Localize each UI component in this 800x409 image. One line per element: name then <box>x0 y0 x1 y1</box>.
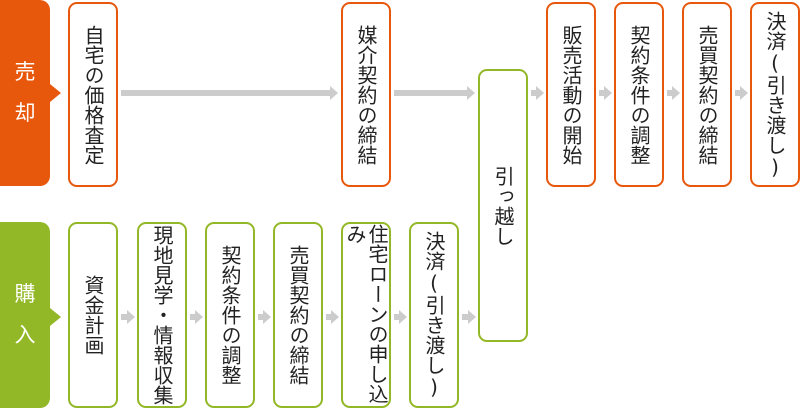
arrow-right-icon <box>121 310 135 324</box>
sell-label-pointer <box>50 84 61 102</box>
sell-step-settlement: 決済(引き渡し) <box>750 2 800 187</box>
arrow-right-icon <box>258 310 271 324</box>
buy-step-settlement: 決済(引き渡し) <box>409 222 459 408</box>
step-text: 売買契約の締結 <box>695 24 719 165</box>
arrow-right-icon <box>394 310 407 324</box>
arrow-right-icon <box>599 86 612 100</box>
sell-step-brokerage-contract: 媒介契約の締結 <box>341 2 391 187</box>
sell-step-sales-contract: 売買契約の締結 <box>682 2 732 187</box>
step-text: 自宅の価格査定 <box>81 24 105 165</box>
step-text: 引っ越し <box>491 165 515 246</box>
buy-step-sales-contract: 売買契約の締結 <box>273 222 323 408</box>
step-text: 契約条件の調整 <box>627 24 651 165</box>
sell-step-start-sales: 販売活動の開始 <box>546 2 596 187</box>
arrow-right-icon <box>326 310 339 324</box>
step-text: 契約条件の調整 <box>218 245 242 385</box>
buy-lane-label: 購 入 <box>0 222 61 408</box>
buy-step-mortgage-application: 住宅ローンの申し込み <box>341 222 391 408</box>
arrow-right-icon <box>394 86 475 100</box>
sell-step-adjust-terms: 契約条件の調整 <box>614 2 664 187</box>
buy-step-site-visit: 現地見学・情報収集 <box>137 222 187 408</box>
step-text: 現地見学・情報収集 <box>150 225 174 405</box>
step-text: 販売活動の開始 <box>559 24 583 165</box>
buy-step-adjust-terms: 契約条件の調整 <box>205 222 255 408</box>
step-text: 媒介契約の締結 <box>354 24 378 165</box>
buy-label-char: 入 <box>14 323 36 347</box>
buy-label-char: 購 <box>14 282 36 306</box>
buy-label-pointer <box>50 308 61 326</box>
sell-label-char: 却 <box>14 101 36 125</box>
step-text: 決済(引き渡し) <box>422 231 446 399</box>
step-text: 住宅ローンの申し込み <box>343 224 389 404</box>
step-text: 売買契約の締結 <box>286 245 310 385</box>
shared-step-moving: 引っ越し <box>478 69 528 342</box>
arrow-right-icon <box>667 86 680 100</box>
sell-step-price-assessment: 自宅の価格査定 <box>68 2 118 187</box>
arrow-right-icon <box>531 86 544 100</box>
arrow-right-icon <box>190 310 203 324</box>
arrow-right-icon <box>735 86 748 100</box>
arrow-right-icon <box>462 310 476 324</box>
buy-step-funding-plan: 資金計画 <box>68 222 118 408</box>
step-text: 決済(引き渡し) <box>763 10 787 179</box>
sell-lane-label: 売 却 <box>0 0 61 186</box>
sell-label-char: 売 <box>14 60 36 84</box>
arrow-right-icon <box>121 86 338 100</box>
step-text: 資金計画 <box>81 275 105 355</box>
